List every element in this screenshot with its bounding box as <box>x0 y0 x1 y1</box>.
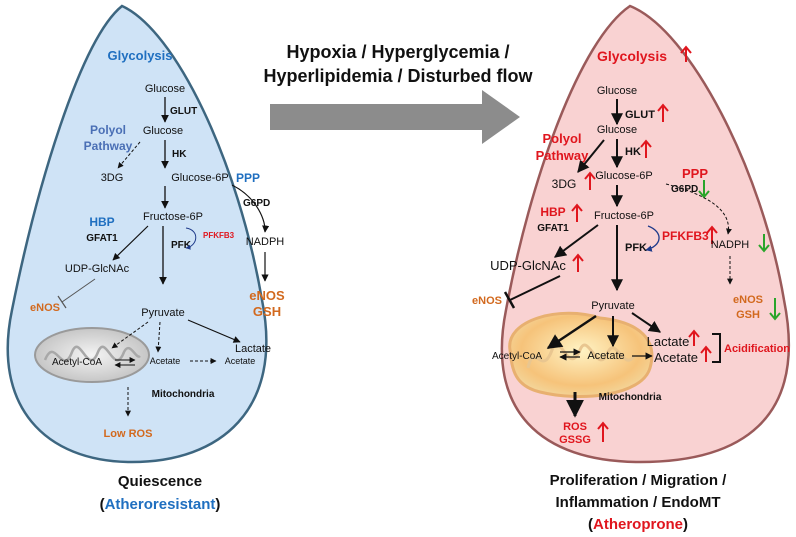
right-glut: GLUT <box>625 109 655 121</box>
right-glucose2: Glucose <box>597 124 637 136</box>
right-glycolysis-label: Glycolysis <box>597 48 667 64</box>
right-fructose6p: Fructose-6P <box>594 210 654 222</box>
left-hbp: HBP <box>89 215 114 229</box>
left-hbp-arrow <box>112 225 149 261</box>
right-glucose: Glucose <box>597 85 637 97</box>
left-hk: HK <box>172 149 187 160</box>
left-enos: eNOS <box>30 302 60 314</box>
right-udp-inhibit <box>509 275 561 301</box>
title-line1: Hypoxia / Hyperglycemia / <box>286 42 509 62</box>
right-udp: UDP-GlcNAc <box>490 258 566 273</box>
right-caption-3: (Atheroprone) <box>588 516 688 533</box>
right-pyruvate: Pyruvate <box>591 300 634 312</box>
right-gssg: GSSG <box>559 434 591 446</box>
right-acetate2: Acetate <box>654 350 698 365</box>
left-pfkfb3-arrow <box>185 227 197 250</box>
left-caption: Quiescence <box>118 473 202 490</box>
right-3dg: 3DG <box>552 177 577 191</box>
left-polyol-arrow <box>117 141 141 169</box>
left-pyruvate: Pyruvate <box>141 307 184 319</box>
left-acetate2: Acetate <box>225 356 256 366</box>
left-ppp: PPP <box>236 171 260 185</box>
right-polyol2: Pathway <box>536 148 590 163</box>
right-nadph: NADPH <box>711 239 750 251</box>
left-caption-sub: (Atheroresistant) <box>100 496 221 513</box>
right-up-arrow-icon <box>680 45 692 62</box>
right-lactate: Lactate <box>647 334 690 349</box>
left-enos2: eNOS <box>249 288 285 303</box>
right-acidification: Acidification <box>724 343 790 355</box>
left-pfkfb3: PFKFB3 <box>203 231 235 240</box>
right-down-arrow-icon <box>698 180 710 199</box>
left-udp: UDP-GlcNAc <box>65 263 130 275</box>
left-udp-inhibit <box>61 278 96 303</box>
left-glut: GLUT <box>170 106 197 117</box>
right-polyol1: Polyol <box>542 131 581 146</box>
right-acetylcoa: Acetyl-CoA <box>492 351 542 362</box>
right-mitochondrion <box>508 311 654 398</box>
left-fructose6p: Fructose-6P <box>143 211 203 223</box>
left-g6pd: G6PD <box>243 198 270 209</box>
right-mito-label: Mitochondria <box>599 392 662 403</box>
right-g6pd: G6PD <box>671 184 698 195</box>
right-enos2: eNOS <box>733 294 763 306</box>
left-ppp-arrow <box>231 184 270 233</box>
right-hk: HK <box>625 146 641 158</box>
right-caption-1: Proliferation / Migration / <box>550 472 728 489</box>
left-nadph: NADPH <box>246 236 285 248</box>
left-cell: Glycolysis Glucose GLUT Glucose Polyol P… <box>6 4 285 513</box>
left-mito-label: Mitochondria <box>152 389 215 400</box>
right-hbp: HBP <box>540 205 565 219</box>
left-polyol1: Polyol <box>90 123 126 137</box>
left-3dg: 3DG <box>101 172 124 184</box>
right-caption-2: Inflammation / EndoMT <box>556 494 721 511</box>
left-lactate-arrow <box>187 319 241 343</box>
right-ppp: PPP <box>682 166 708 181</box>
left-acetylcoa: Acetyl-CoA <box>52 357 102 368</box>
left-acetate1: Acetate <box>150 356 181 366</box>
right-acetate1: Acetate <box>587 350 624 362</box>
left-mitochondrion <box>34 327 150 383</box>
left-glucose2: Glucose <box>143 125 183 137</box>
right-gfat1: GFAT1 <box>537 223 569 234</box>
left-glucose: Glucose <box>145 83 185 95</box>
right-glucose6p: Glucose-6P <box>595 170 652 182</box>
right-ros: ROS <box>563 421 587 433</box>
right-pfk: PFK <box>625 242 647 254</box>
left-lactate: Lactate <box>235 343 271 355</box>
right-pfkfb3: PFKFB3 <box>662 229 709 243</box>
left-gfat1: GFAT1 <box>86 233 118 244</box>
transition-arrow <box>270 90 520 144</box>
left-polyol2: Pathway <box>84 139 133 153</box>
right-bracket <box>712 333 721 363</box>
right-cell: Glycolysis Glucose GLUT Glucose Polyol P… <box>472 4 790 533</box>
left-glycolysis-label: Glycolysis <box>107 48 172 63</box>
right-gsh: GSH <box>736 309 760 321</box>
right-enos: eNOS <box>472 295 502 307</box>
left-glucose6p: Glucose-6P <box>171 172 228 184</box>
left-low-ros: Low ROS <box>104 428 153 440</box>
left-gsh: GSH <box>253 304 281 319</box>
title-line2: Hyperlipidemia / Disturbed flow <box>263 66 533 86</box>
left-pfk: PFK <box>171 240 192 251</box>
